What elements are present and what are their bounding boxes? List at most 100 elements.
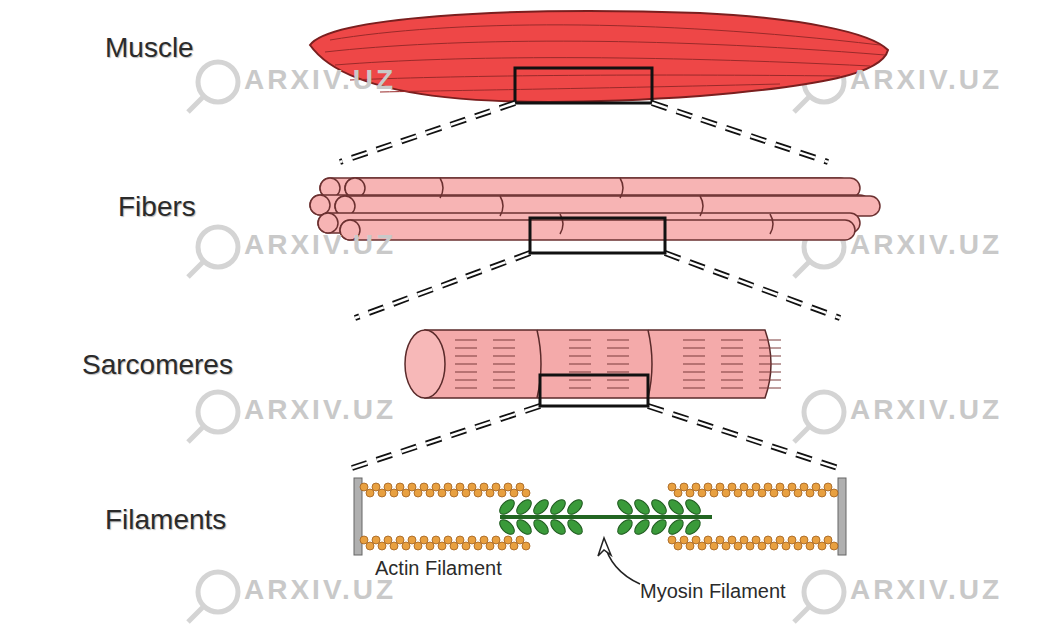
myofibril-line	[607, 340, 629, 341]
myofibril-line	[683, 356, 705, 357]
myosin-head	[615, 517, 635, 537]
actin-bead	[806, 489, 814, 497]
actin-bead	[830, 489, 838, 497]
actin-bead	[674, 489, 682, 497]
watermark-icon	[188, 96, 204, 112]
sarcomere-texture	[455, 340, 781, 388]
myosin-backbone	[500, 515, 712, 519]
actin-bead	[776, 483, 784, 491]
myofibril-line	[759, 348, 781, 349]
actin-bead	[668, 483, 676, 491]
fiber-seam	[700, 196, 703, 216]
myofibril-line	[493, 380, 515, 381]
actin-bead	[360, 483, 368, 491]
actin-bead	[698, 489, 706, 497]
actin-bead	[668, 536, 676, 544]
actin-bead	[764, 536, 772, 544]
myofibril-line	[759, 372, 781, 373]
myofibril-line	[493, 348, 515, 349]
watermark: ARXIV.UZ	[244, 65, 396, 96]
actin-bead	[752, 483, 760, 491]
myosin-head	[632, 497, 652, 517]
actin-bead	[746, 542, 754, 550]
actin-bead	[456, 536, 464, 544]
actin-bead	[378, 489, 386, 497]
actin-bead	[734, 489, 742, 497]
myofibril-line	[683, 364, 705, 365]
actin-bead	[752, 536, 760, 544]
actin-bead	[716, 536, 724, 544]
watermark: ARXIV.UZ	[244, 575, 396, 606]
myofibril-line	[607, 372, 629, 373]
myofibril-line	[607, 348, 629, 349]
actin-bead	[710, 489, 718, 497]
fiber-seam	[440, 178, 443, 198]
myofibril-line	[607, 356, 629, 357]
actin-bead	[698, 542, 706, 550]
muscle-body	[310, 11, 888, 102]
zoom-dash	[340, 103, 515, 162]
actin-bead	[740, 483, 748, 491]
actin-bead	[522, 542, 530, 550]
myofibril-line	[493, 340, 515, 341]
actin-bead	[480, 536, 488, 544]
myosin-head	[497, 497, 517, 517]
myosin-head	[666, 517, 686, 537]
myosin-head	[548, 497, 568, 517]
myofibril-line	[493, 388, 515, 389]
actin-bead	[420, 483, 428, 491]
myofibril-line	[721, 340, 743, 341]
actin-bead	[812, 536, 820, 544]
zoom-dash	[648, 406, 838, 468]
myofibril-line	[569, 348, 591, 349]
actin-bead	[414, 489, 422, 497]
myofibril-line	[759, 388, 781, 389]
callout-label: Myosin Filament	[640, 580, 786, 602]
actin-bead	[758, 489, 766, 497]
actin-bead	[510, 542, 518, 550]
watermark-icon	[794, 96, 810, 112]
myofibril-line	[455, 388, 477, 389]
actin-bead	[432, 536, 440, 544]
sarcomere-cylinder	[425, 330, 771, 398]
actin-bead	[378, 542, 386, 550]
actin-bead	[408, 536, 416, 544]
zoom-dashes	[340, 103, 840, 468]
actin-bead	[462, 542, 470, 550]
actin-bead	[414, 542, 422, 550]
actin-bead	[366, 489, 374, 497]
actin-bead	[522, 489, 530, 497]
watermark-icon	[794, 426, 810, 442]
watermark-icon	[794, 606, 810, 622]
actin-bead	[788, 536, 796, 544]
myofibril-line	[607, 364, 629, 365]
actin-bead	[498, 489, 506, 497]
myofibril-line	[569, 372, 591, 373]
watermark: ARXIV.UZ	[850, 65, 1002, 96]
actin-bead	[498, 542, 506, 550]
actin-bead	[740, 536, 748, 544]
actin-bead	[686, 489, 694, 497]
myofibril-line	[493, 364, 515, 365]
watermark: ARXIV.UZ	[244, 395, 396, 426]
muscle-striations	[325, 25, 885, 92]
myofibril-line	[455, 380, 477, 381]
actin-bead	[692, 536, 700, 544]
leader-line	[604, 542, 640, 584]
zoom-dash	[355, 253, 530, 318]
actin-bead	[818, 542, 826, 550]
myofibril-line	[569, 356, 591, 357]
myofibril-line	[759, 356, 781, 357]
myosin-heads	[497, 497, 703, 537]
actin-bead	[722, 489, 730, 497]
watermark: ARXIV.UZ	[850, 230, 1002, 261]
zoom-dash	[652, 103, 828, 162]
myosin-head	[683, 517, 703, 537]
watermark: ARXIV.UZ	[850, 575, 1002, 606]
watermark-icon	[794, 261, 810, 277]
actin-bead	[800, 536, 808, 544]
actin-bead	[734, 542, 742, 550]
actin-bead	[462, 489, 470, 497]
actin-bead	[504, 536, 512, 544]
myosin-head	[565, 497, 585, 517]
